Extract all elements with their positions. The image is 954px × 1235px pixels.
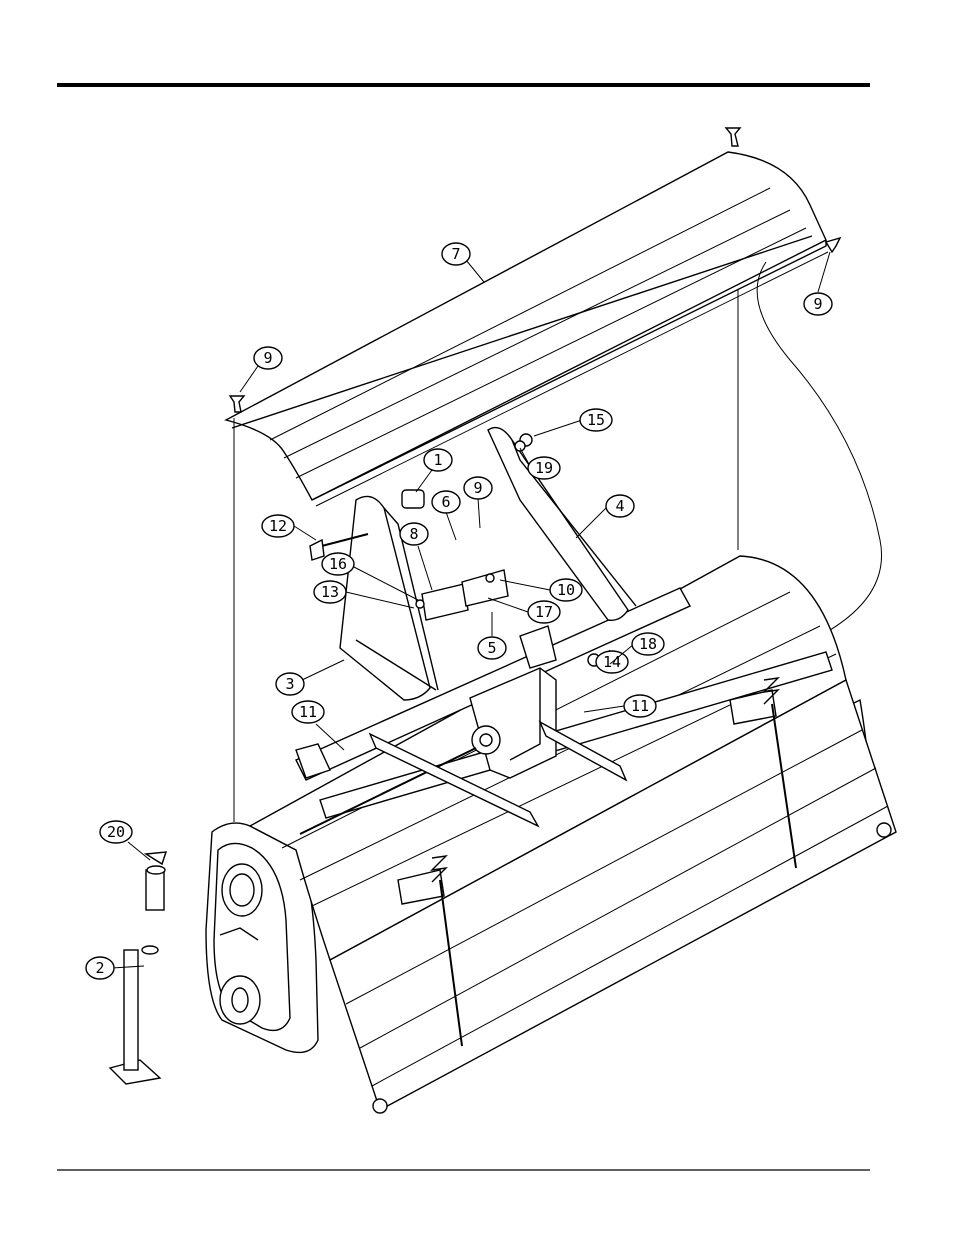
callout-8: 8	[400, 523, 432, 590]
callout-9-center: 9	[464, 477, 492, 528]
callout-label: 7	[451, 245, 460, 263]
wing-bolt-top	[726, 128, 740, 146]
callout-label: 2	[95, 959, 104, 977]
callout-label: 11	[631, 697, 649, 715]
callout-5: 5	[478, 612, 506, 659]
callout-12: 12	[262, 515, 316, 540]
callout-11-left: 11	[292, 701, 344, 750]
callout-label: 13	[321, 583, 339, 601]
callout-label: 18	[639, 635, 657, 653]
callout-20: 20	[100, 821, 150, 860]
callout-label: 9	[813, 295, 822, 313]
callout-15: 15	[534, 409, 612, 436]
callout-label: 20	[107, 823, 125, 841]
callout-7: 7	[442, 243, 484, 282]
callout-label: 5	[487, 639, 496, 657]
callout-label: 10	[557, 581, 575, 599]
callout-label: 1	[433, 451, 442, 469]
callout-label: 9	[263, 349, 272, 367]
callout-6: 6	[432, 491, 460, 540]
callout-9-left: 9	[240, 347, 282, 392]
callout-label: 11	[299, 703, 317, 721]
callout-label: 3	[285, 675, 294, 693]
tiller-body	[206, 556, 896, 1113]
callout-label: 8	[409, 525, 418, 543]
callout-label: 6	[441, 493, 450, 511]
callout-17: 17	[488, 598, 560, 623]
callout-label: 9	[473, 479, 482, 497]
callout-label: 19	[535, 459, 553, 477]
callout-label: 12	[269, 517, 287, 535]
callout-10: 10	[500, 579, 582, 601]
callout-1: 1	[416, 449, 452, 492]
wing-bolt-right	[826, 238, 840, 252]
callout-label: 15	[587, 411, 605, 429]
callout-3: 3	[276, 660, 344, 695]
callout-label: 17	[535, 603, 553, 621]
callout-label: 4	[615, 497, 624, 515]
callout-label: 16	[329, 555, 347, 573]
wing-bolt-left	[230, 396, 244, 412]
callout-4: 4	[576, 495, 634, 538]
